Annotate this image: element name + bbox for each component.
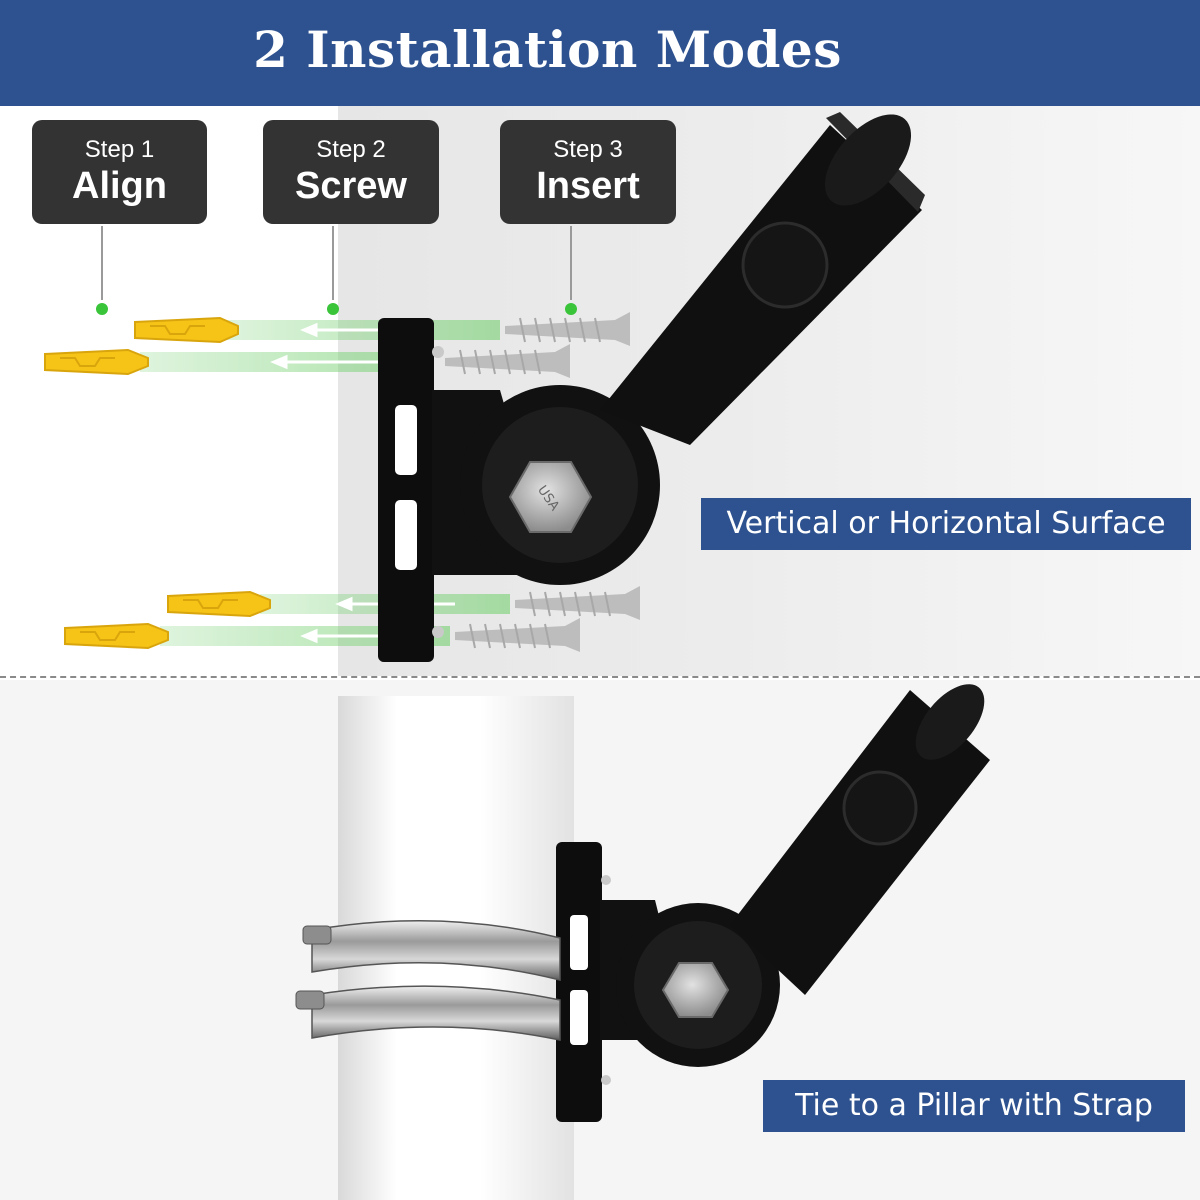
screw-3 [515,586,640,620]
page-title: 2 Installation Modes [253,20,842,79]
hex-bolt [508,461,593,533]
pillar-bracket-slot-1 [570,915,588,970]
step-1-title: Align [72,165,167,207]
step-3-box: Step 3 Insert [500,120,676,224]
adjust-knob [741,221,829,309]
anchor-1 [134,316,239,344]
step-3-label: Step 3 [553,136,623,163]
section-divider [0,676,1200,678]
step-2-title: Screw [295,165,407,207]
pillar-bracket-slot-2 [570,990,588,1045]
step-2-box: Step 2 Screw [263,120,439,224]
screws [445,312,640,652]
wall-anchors [44,316,271,650]
anchor-3 [167,590,271,618]
step-2-label: Step 2 [316,136,386,163]
step-1-label: Step 1 [84,136,155,163]
bracket-slot-2 [395,500,417,570]
pillar-bracket [556,684,990,1122]
strap-lower [311,985,561,1041]
step-1-box: Step 1 Align [32,120,207,224]
pillar-hex-bolt [661,962,730,1018]
step-1-dot [96,303,108,315]
step-2-dot [327,303,339,315]
pillar-adjust-knob [842,770,918,846]
step-pointers [96,226,577,315]
step-3-title: Insert [536,165,640,207]
wall-bracket: USA [378,112,925,662]
pillar-bracket-arm [730,690,990,995]
screw-1 [505,312,630,346]
steel-straps [295,919,561,1041]
screw-4 [455,618,580,652]
anchor-2 [44,348,149,376]
step-3-dot [565,303,577,315]
bracket-slot-1 [395,405,417,475]
strap-upper [311,919,561,981]
title-banner: 2 Installation Modes [0,0,1200,106]
screw-2 [445,344,570,378]
surface-mode-label: Vertical or Horizontal Surface [701,498,1191,550]
pillar-mode-label: Tie to a Pillar with Strap [763,1080,1185,1132]
anchor-4 [64,622,169,650]
